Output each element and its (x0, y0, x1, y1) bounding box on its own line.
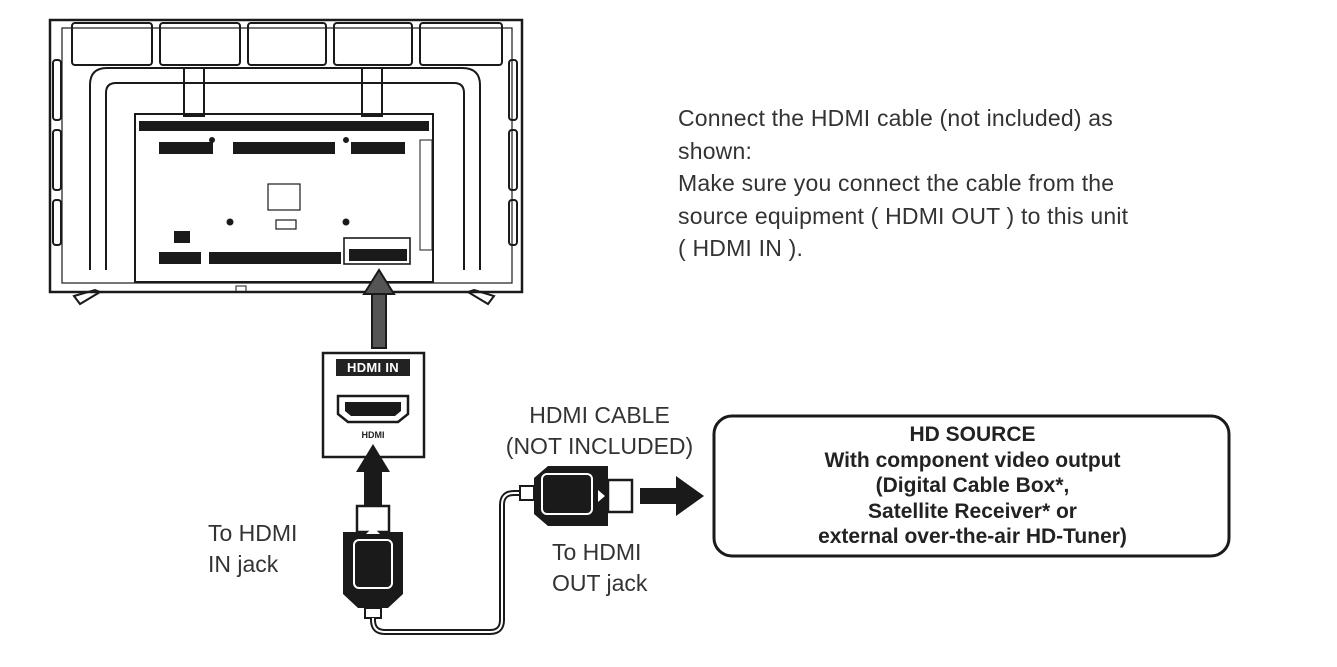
hd-source-line: external over-the-air HD-Tuner) (818, 525, 1127, 548)
hd-source-line: Satellite Receiver* or (868, 499, 1077, 523)
to-hdmi-out-line: OUT jack (552, 570, 648, 596)
instruction-line: ( HDMI IN ). (678, 235, 804, 261)
instruction-line: source equipment ( HDMI OUT ) to this un… (678, 202, 1129, 229)
arrow-to-source (640, 476, 704, 516)
hd-source-line: (Digital Cable Box*, (875, 474, 1070, 497)
hd-source-title: HD SOURCE (909, 423, 1036, 446)
cable-label-line: HDMI CABLE (529, 402, 670, 428)
to-hdmi-in-line: To HDMI (208, 520, 298, 546)
arrow-plug-to-panel (356, 444, 390, 506)
to-hdmi-in-label: To HDMI IN jack (208, 518, 297, 580)
hd-source-text: HD SOURCE With component video output (D… (720, 422, 1225, 550)
arrow-to-tv (362, 268, 396, 349)
hdmi-plug-out (519, 466, 634, 526)
cable-label: HDMI CABLE (NOT INCLUDED) (492, 400, 707, 462)
hdmi-cable (370, 490, 530, 635)
cable-label-line: (NOT INCLUDED) (505, 433, 694, 459)
hdmi-port-label: HDMI (361, 430, 385, 440)
hd-source-line: With component video output (824, 448, 1121, 472)
tv-back (48, 18, 524, 306)
instruction-line: Connect the HDMI cable (not included) as (678, 105, 1113, 131)
instructions: Connect the HDMI cable (not included) as… (678, 102, 1238, 265)
hdmi-plug-in (343, 504, 403, 619)
instruction-line: shown: (678, 137, 753, 164)
hd-source-box (712, 414, 1231, 558)
to-hdmi-in-line: IN jack (208, 551, 279, 577)
to-hdmi-out-label: To HDMI OUT jack (552, 537, 647, 599)
hdmi-in-badge: HDMI IN (336, 359, 410, 376)
instruction-line: Make sure you connect the cable from the (678, 170, 1115, 196)
to-hdmi-out-line: To HDMI (552, 539, 642, 565)
